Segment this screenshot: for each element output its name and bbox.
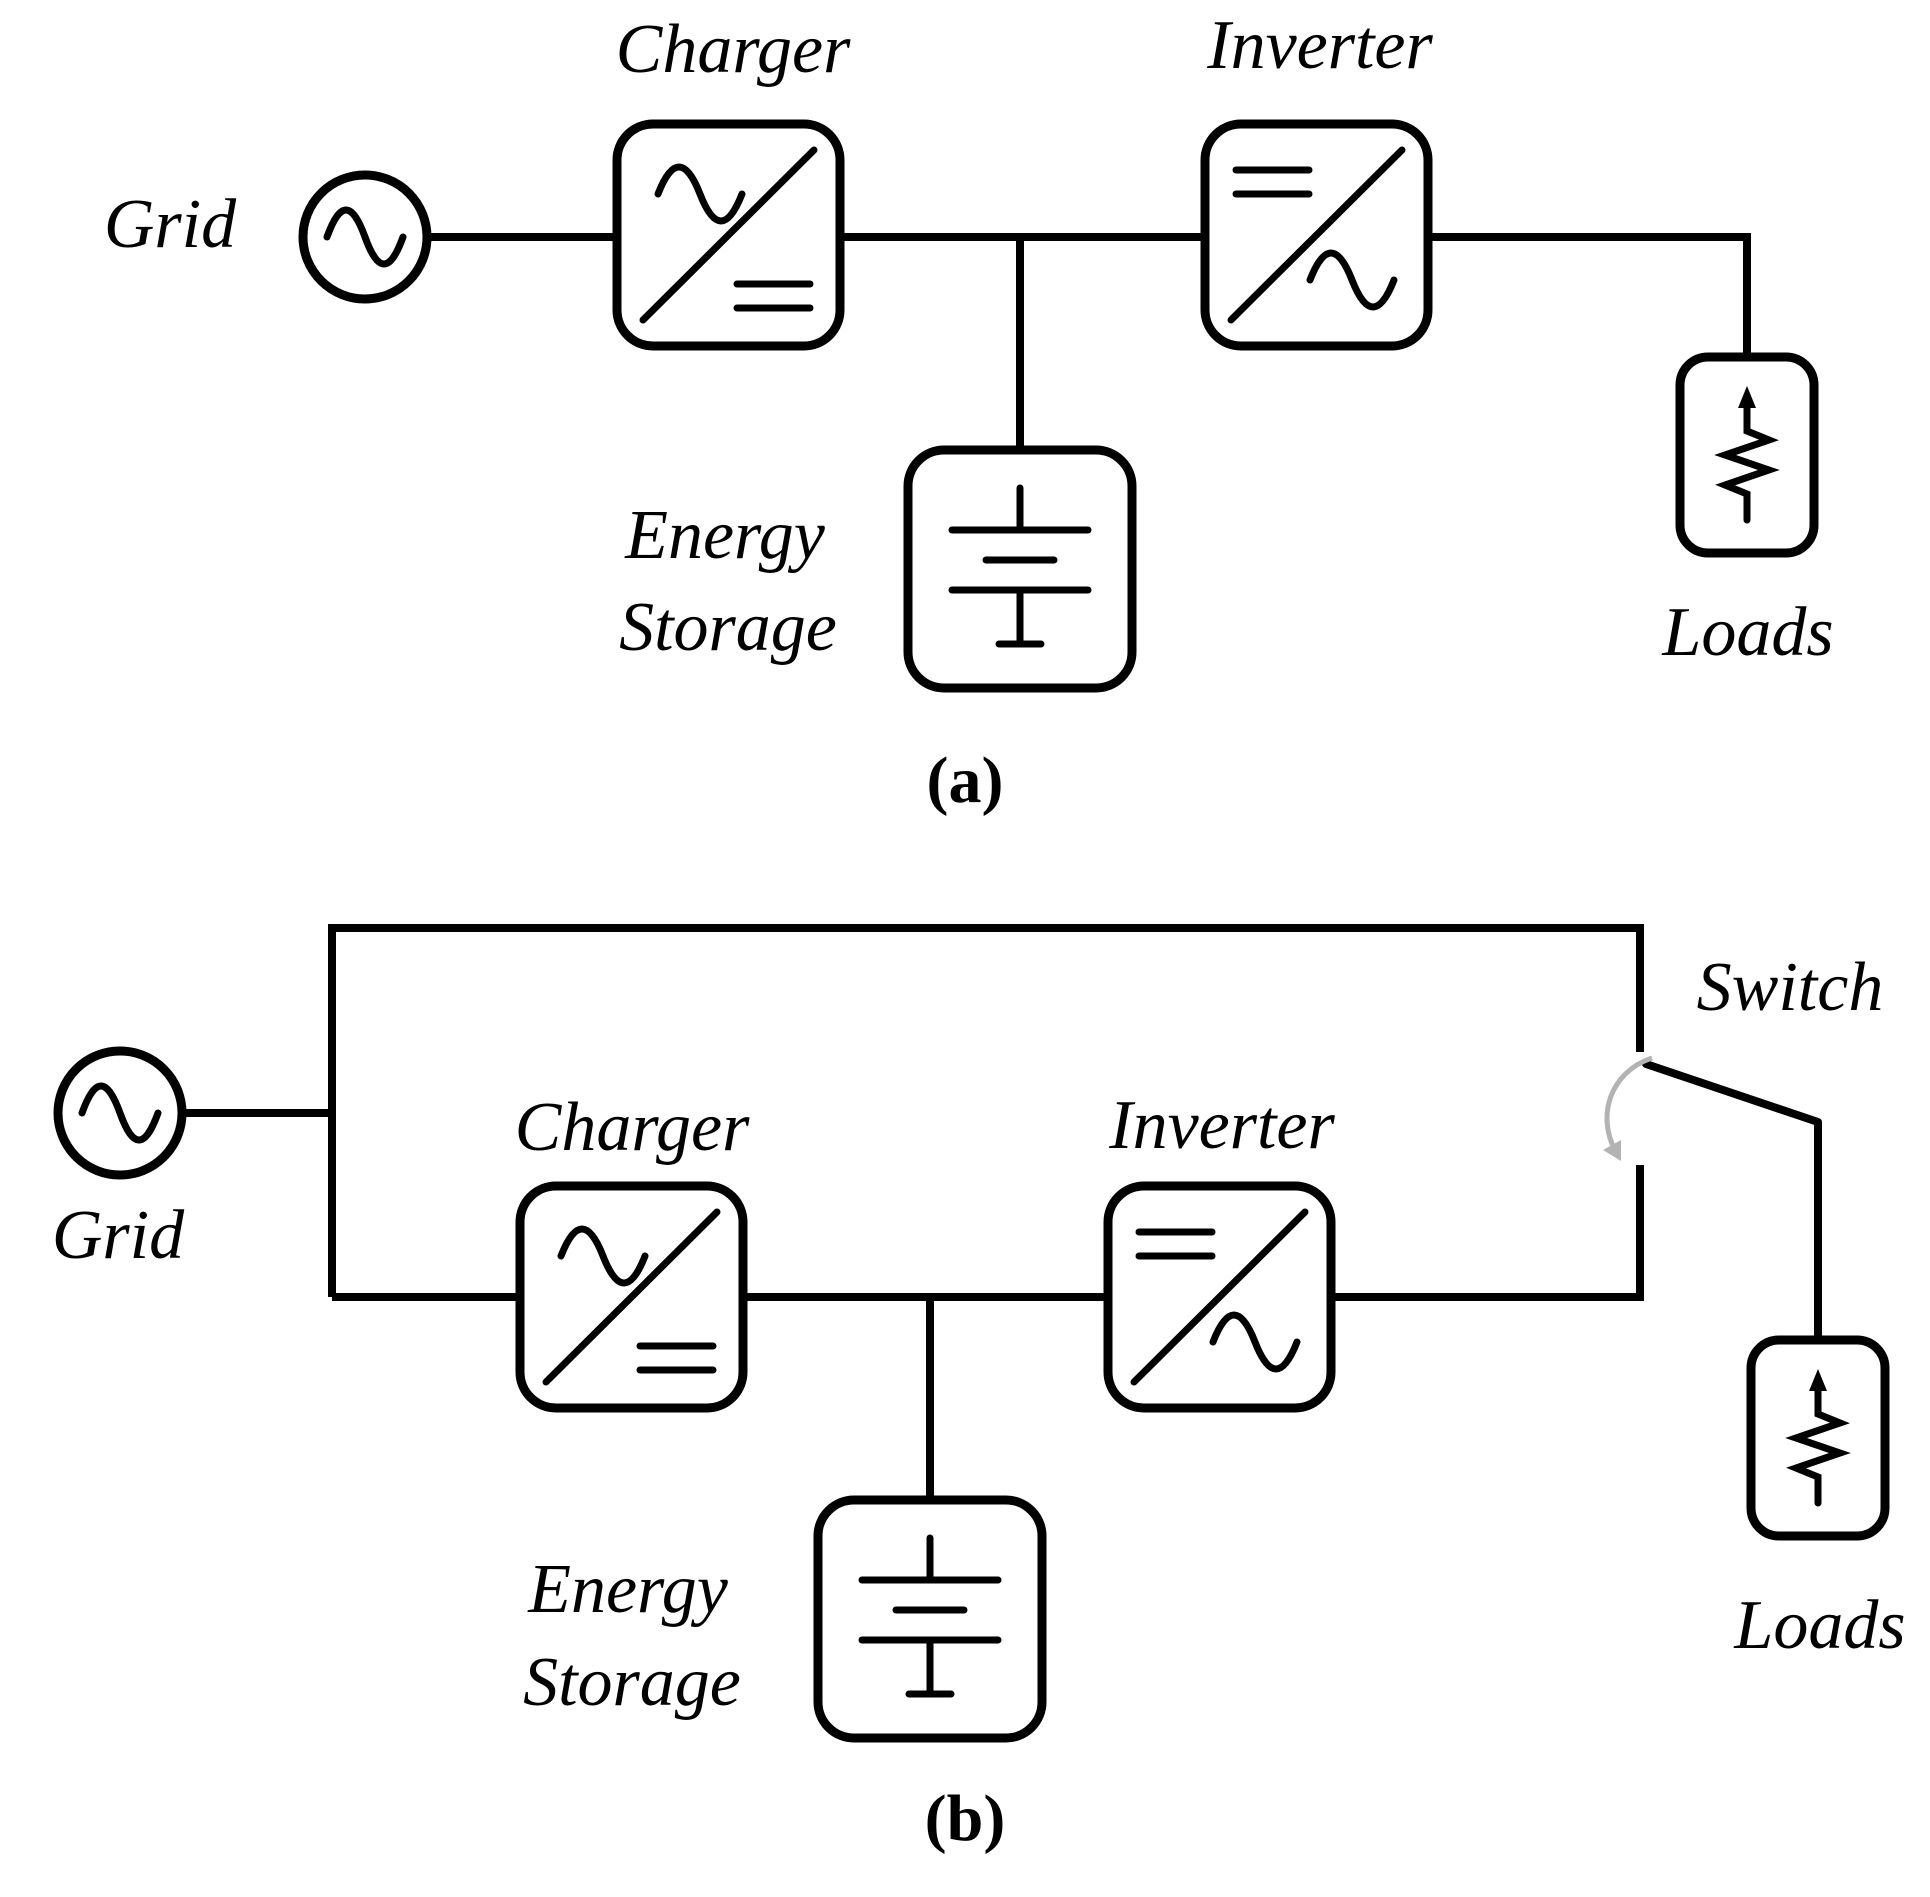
inverter-box-b — [1103, 1181, 1336, 1413]
load-resistor-icon-a — [1714, 396, 1780, 524]
dc-equals-icon-b-charger — [636, 1342, 717, 1374]
load-resistor-icon-b — [1785, 1379, 1851, 1507]
loads-box-b — [1746, 1335, 1890, 1541]
charger-label-b: Charger — [515, 1089, 750, 1166]
switch-motion-arrowhead-b — [1603, 1140, 1621, 1161]
energy-storage-label-a-line2: Storage — [619, 589, 837, 666]
switch-blade-b — [1642, 1060, 1822, 1126]
sine-wave-icon-b-charger — [557, 1225, 649, 1287]
caption-a: (a) — [927, 744, 1004, 817]
battery-box-b — [813, 1495, 1047, 1743]
charger-box-a — [612, 119, 845, 351]
switch-motion-arc-b — [1604, 1055, 1653, 1154]
inverter-box-a — [1200, 119, 1433, 351]
charger-box-b — [515, 1181, 748, 1413]
wire-inverter-to-loads-a — [1428, 233, 1751, 357]
battery-box-a — [903, 445, 1137, 693]
caption-b: (b) — [925, 1782, 1006, 1855]
dc-equals-icon-b-inverter — [1135, 1228, 1216, 1260]
loads-label-b: Loads — [1733, 1587, 1905, 1664]
loads-block-a — [1675, 352, 1819, 558]
transfer-switch-icon-b — [1603, 1055, 1822, 1161]
loads-box-a — [1675, 352, 1819, 558]
battery-icon-a — [948, 484, 1092, 648]
switch-label-b: Switch — [1697, 949, 1884, 1026]
energy-storage-block-a — [903, 445, 1137, 693]
energy-storage-label-b-line2: Storage — [523, 1644, 741, 1721]
charger-block-a — [612, 119, 845, 351]
dc-equals-icon-a-charger — [733, 280, 814, 312]
energy-storage-label-b-line1: Energy — [527, 1551, 728, 1628]
converter-diagonal-icon-a1 — [639, 146, 818, 324]
inverter-label-b: Inverter — [1108, 1087, 1335, 1164]
battery-icon-b — [858, 1534, 1002, 1698]
sine-wave-icon-b-grid — [78, 1082, 162, 1144]
grid-label-a: Grid — [104, 186, 237, 263]
ac-source-icon-a — [298, 170, 432, 304]
load-arrow-icon-b — [1809, 1369, 1827, 1391]
loads-label-a: Loads — [1661, 594, 1833, 671]
sine-wave-icon-a-grid — [323, 206, 407, 268]
inverter-block-a — [1200, 119, 1433, 351]
ac-source-icon-b — [53, 1046, 187, 1180]
charger-label-a: Charger — [616, 11, 851, 88]
sine-wave-icon-a-inverter — [1306, 249, 1398, 311]
converter-diagonal-icon-a2 — [1227, 146, 1406, 324]
load-arrow-icon-a — [1738, 386, 1756, 408]
energy-storage-label-a-line1: Energy — [624, 497, 825, 574]
wire-inverter-to-switch-b — [1331, 1165, 1644, 1301]
inverter-block-b — [1103, 1181, 1336, 1413]
grid-label-b: Grid — [52, 1197, 185, 1274]
charger-block-b — [515, 1181, 748, 1413]
sine-wave-icon-b-inverter — [1209, 1311, 1301, 1373]
converter-diagonal-icon-b1 — [542, 1208, 721, 1386]
converter-diagonal-icon-b2 — [1130, 1208, 1309, 1386]
energy-storage-block-b — [813, 1495, 1047, 1743]
dc-equals-icon-a-inverter — [1232, 166, 1313, 198]
wire-bypass-line-b — [328, 924, 1644, 1297]
inverter-label-a: Inverter — [1206, 7, 1433, 84]
loads-block-b — [1746, 1335, 1890, 1541]
diagram-b: Switch Charger Inverter Grid Energy Stor… — [52, 924, 1906, 1855]
diagram-a: Charger Inverter Grid Energy Storage Loa… — [104, 7, 1834, 817]
sine-wave-icon-a-charger — [654, 163, 746, 225]
